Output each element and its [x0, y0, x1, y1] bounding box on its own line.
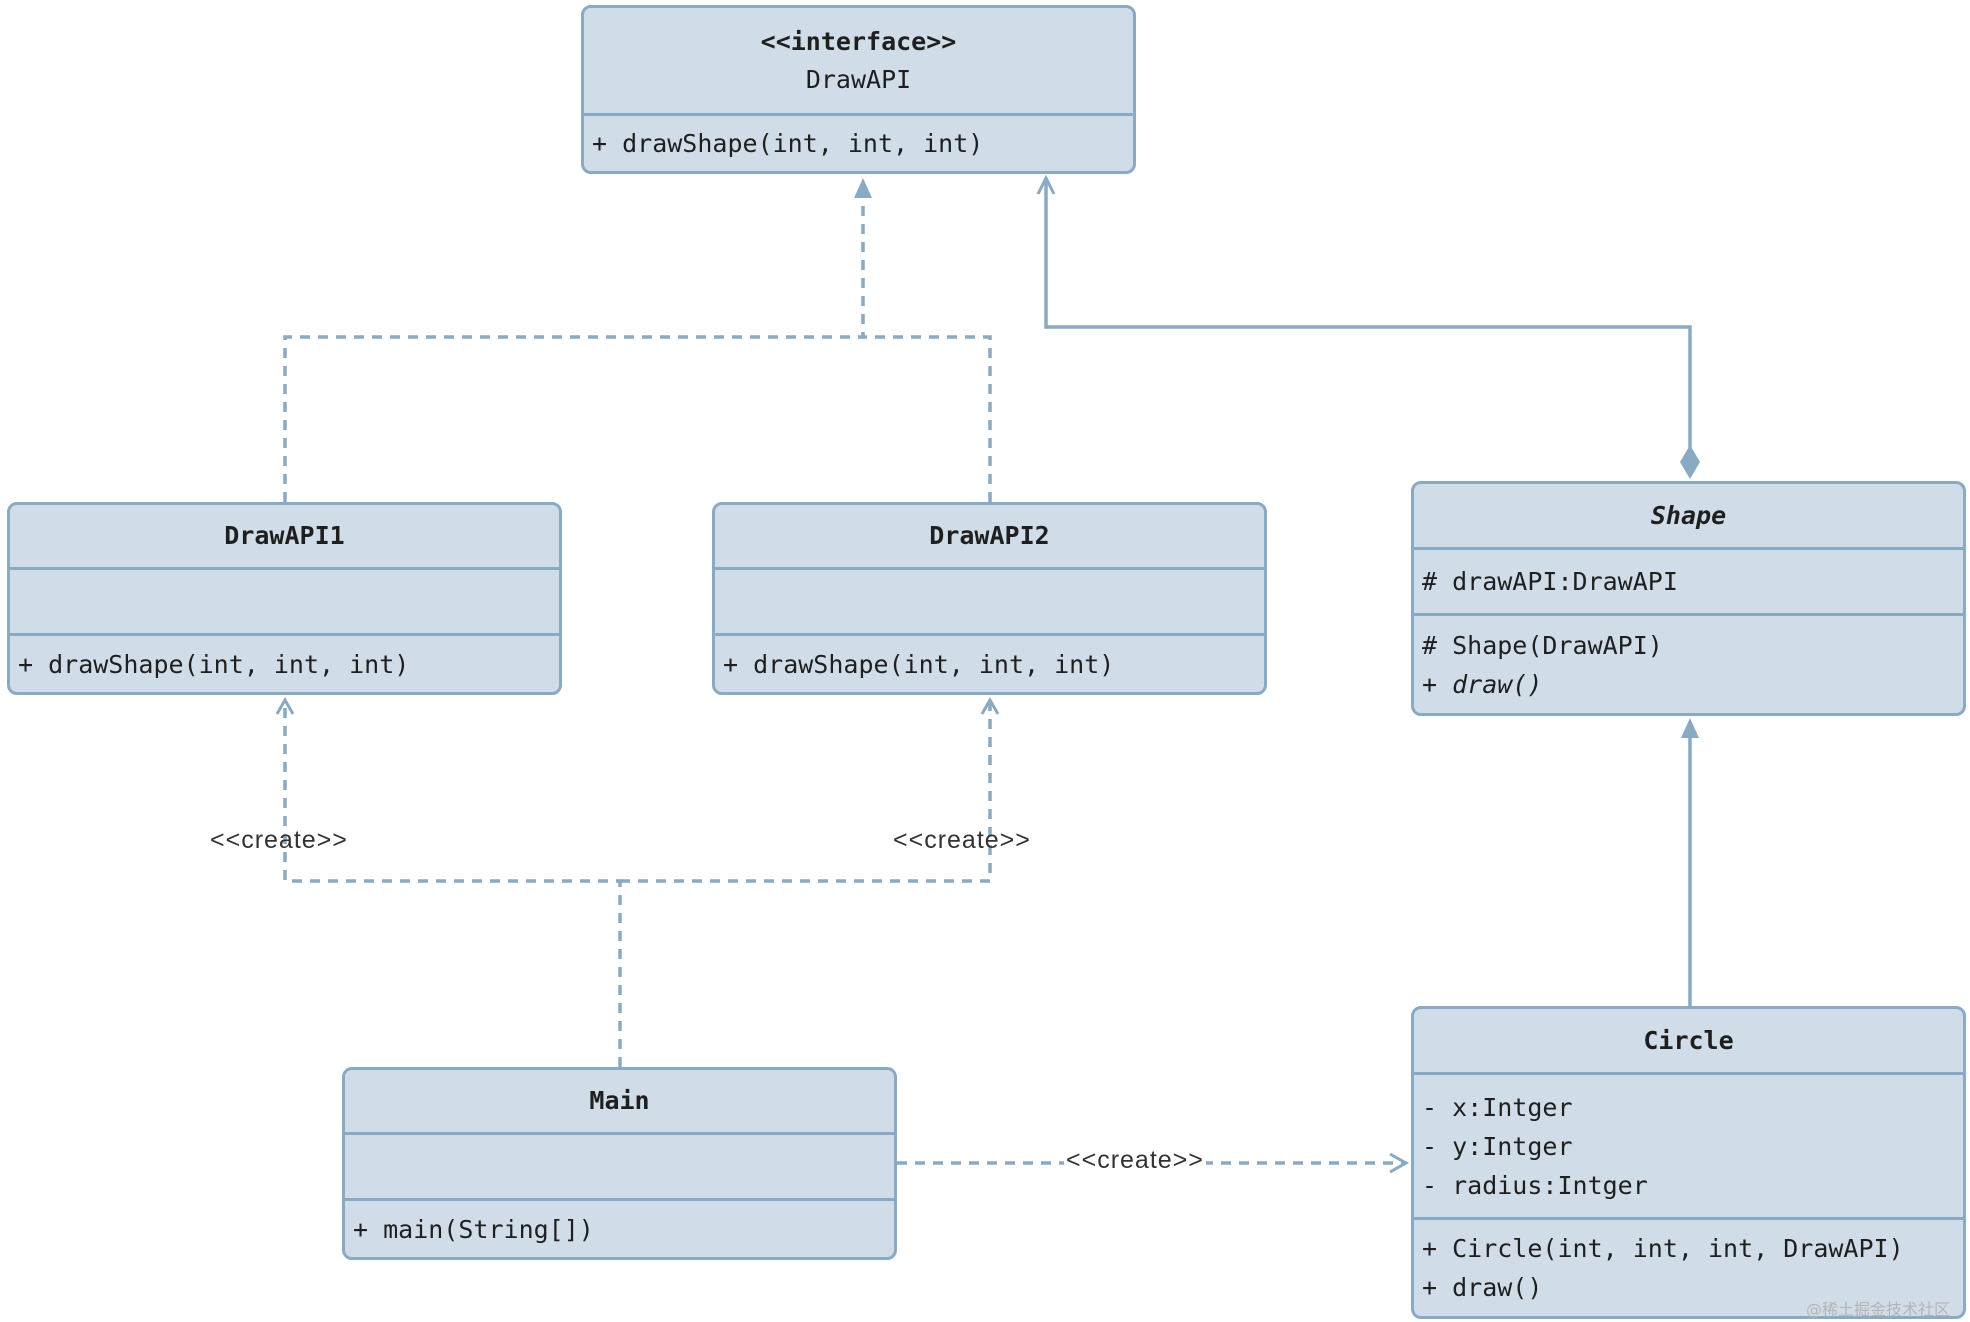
class-name-circle: Circle [1643, 1025, 1734, 1055]
open-arrowhead-circle [1389, 1152, 1410, 1174]
abstract-method-name: draw() [1452, 669, 1543, 699]
class-name-drawapi2: DrawAPI2 [929, 521, 1050, 550]
class-name-drawapi1: DrawAPI1 [224, 521, 345, 550]
attributes-section-drawapi2 [715, 567, 1264, 633]
class-box-circle[interactable]: Circle - x:Intger - y:Intger - radius:In… [1411, 1006, 1966, 1319]
class-name-shape: Shape [1650, 501, 1727, 530]
attributes-section-shape: # drawAPI:DrawAPI [1414, 547, 1963, 613]
method-row: + Circle(int, int, int, DrawAPI) [1422, 1234, 1904, 1263]
method-row: + draw() [1422, 1273, 1543, 1302]
create-label-drawapi1: <<create>> [210, 826, 348, 854]
attributes-section-circle: - x:Intger - y:Intger - radius:Intger [1414, 1072, 1963, 1217]
method-row: + drawShape(int, int, int) [18, 649, 410, 679]
method-row: # Shape(DrawAPI) [1422, 630, 1663, 660]
class-header-circle: Circle [1414, 1009, 1963, 1072]
methods-section-drawapi1: + drawShape(int, int, int) [10, 633, 559, 692]
realization-line-drawapi2 [863, 335, 992, 502]
generalization-arrowhead [1681, 718, 1699, 738]
create-label-drawapi2: <<create>> [893, 826, 1031, 854]
dependency-line-drawapi2 [620, 700, 992, 883]
class-header-drawapi1: DrawAPI1 [10, 505, 559, 567]
open-arrowhead-drawapi1 [275, 696, 295, 715]
method-row: + drawShape(int, int, int) [592, 129, 984, 158]
composition-diamond [1680, 445, 1700, 479]
class-name-drawapi: DrawAPI [805, 64, 912, 94]
visibility-marker: + [1422, 669, 1453, 699]
methods-section-circle: + Circle(int, int, int, DrawAPI) + draw(… [1414, 1217, 1963, 1316]
attribute-row: - radius:Intger [1422, 1170, 1648, 1200]
class-box-drawapi1[interactable]: DrawAPI1 + drawShape(int, int, int) [7, 502, 562, 695]
watermark: @稀土掘金技术社区 [1806, 1300, 1951, 1319]
methods-section-main: + main(String[]) [345, 1198, 894, 1257]
realization-arrowhead [854, 178, 872, 198]
realization-line-drawapi1 [283, 196, 865, 502]
class-box-shape[interactable]: Shape # drawAPI:DrawAPI # Shape(DrawAPI)… [1411, 481, 1966, 716]
method-row: + drawShape(int, int, int) [723, 649, 1115, 679]
class-header-shape: Shape [1414, 484, 1963, 547]
methods-section-drawapi2: + drawShape(int, int, int) [715, 633, 1264, 692]
attributes-section-drawapi1 [10, 567, 559, 633]
class-header-drawapi: <<interface>> DrawAPI [584, 8, 1133, 113]
attributes-section-main [345, 1132, 894, 1198]
open-arrowhead-drawapi2 [980, 696, 1000, 715]
class-box-main[interactable]: Main + main(String[]) [342, 1067, 897, 1260]
method-row: + main(String[]) [353, 1214, 594, 1244]
stereotype-label: <<interface>> [760, 26, 957, 56]
attribute-row: - x:Intger [1422, 1092, 1573, 1122]
create-label-circle: <<create>> [1064, 1146, 1206, 1175]
class-name-main: Main [589, 1086, 650, 1115]
dependency-line-drawapi1 [283, 700, 622, 1067]
class-header-main: Main [345, 1070, 894, 1132]
method-row-abstract: + draw() [1422, 665, 1955, 704]
composition-line-shape [1044, 178, 1692, 448]
open-arrowhead-drawapi [1036, 174, 1056, 195]
class-box-drawapi[interactable]: <<interface>> DrawAPI + drawShape(int, i… [581, 5, 1136, 174]
attribute-row: # drawAPI:DrawAPI [1422, 567, 1678, 596]
class-header-drawapi2: DrawAPI2 [715, 505, 1264, 567]
methods-section-drawapi: + drawShape(int, int, int) [584, 113, 1133, 171]
class-box-drawapi2[interactable]: DrawAPI2 + drawShape(int, int, int) [712, 502, 1267, 695]
methods-section-shape: # Shape(DrawAPI) + draw() [1414, 613, 1963, 713]
attribute-row: - y:Intger [1422, 1131, 1573, 1161]
